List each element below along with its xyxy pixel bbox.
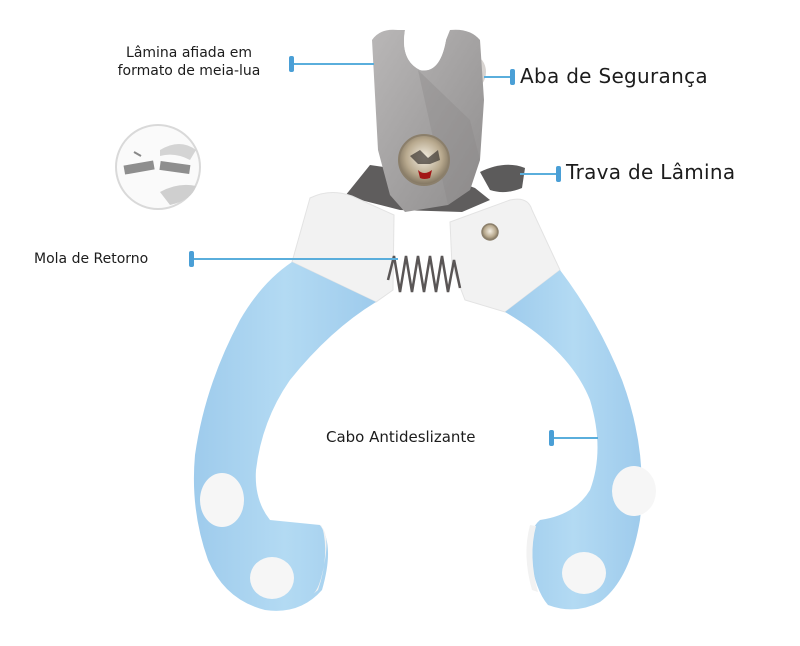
label-blade-line2: formato de meia-lua xyxy=(117,63,261,79)
return-spring-part xyxy=(386,255,462,293)
label-blade-line1: Lâmina afiada em xyxy=(126,45,252,61)
label-handle: Cabo Antideslizante xyxy=(326,428,476,446)
leader-lines xyxy=(192,63,598,439)
right-handle xyxy=(505,270,642,610)
blade-lock-part xyxy=(480,164,525,193)
label-safety-flap: Aba de Segurança xyxy=(520,64,708,88)
label-return-spring: Mola de Retorno xyxy=(34,251,149,267)
left-handle xyxy=(193,262,376,611)
label-blade-lock: Trava de Lâmina xyxy=(566,160,736,184)
cutting-illustration-icon xyxy=(115,124,201,210)
label-blade: Lâmina afiada em formato de meia-lua xyxy=(94,44,284,80)
